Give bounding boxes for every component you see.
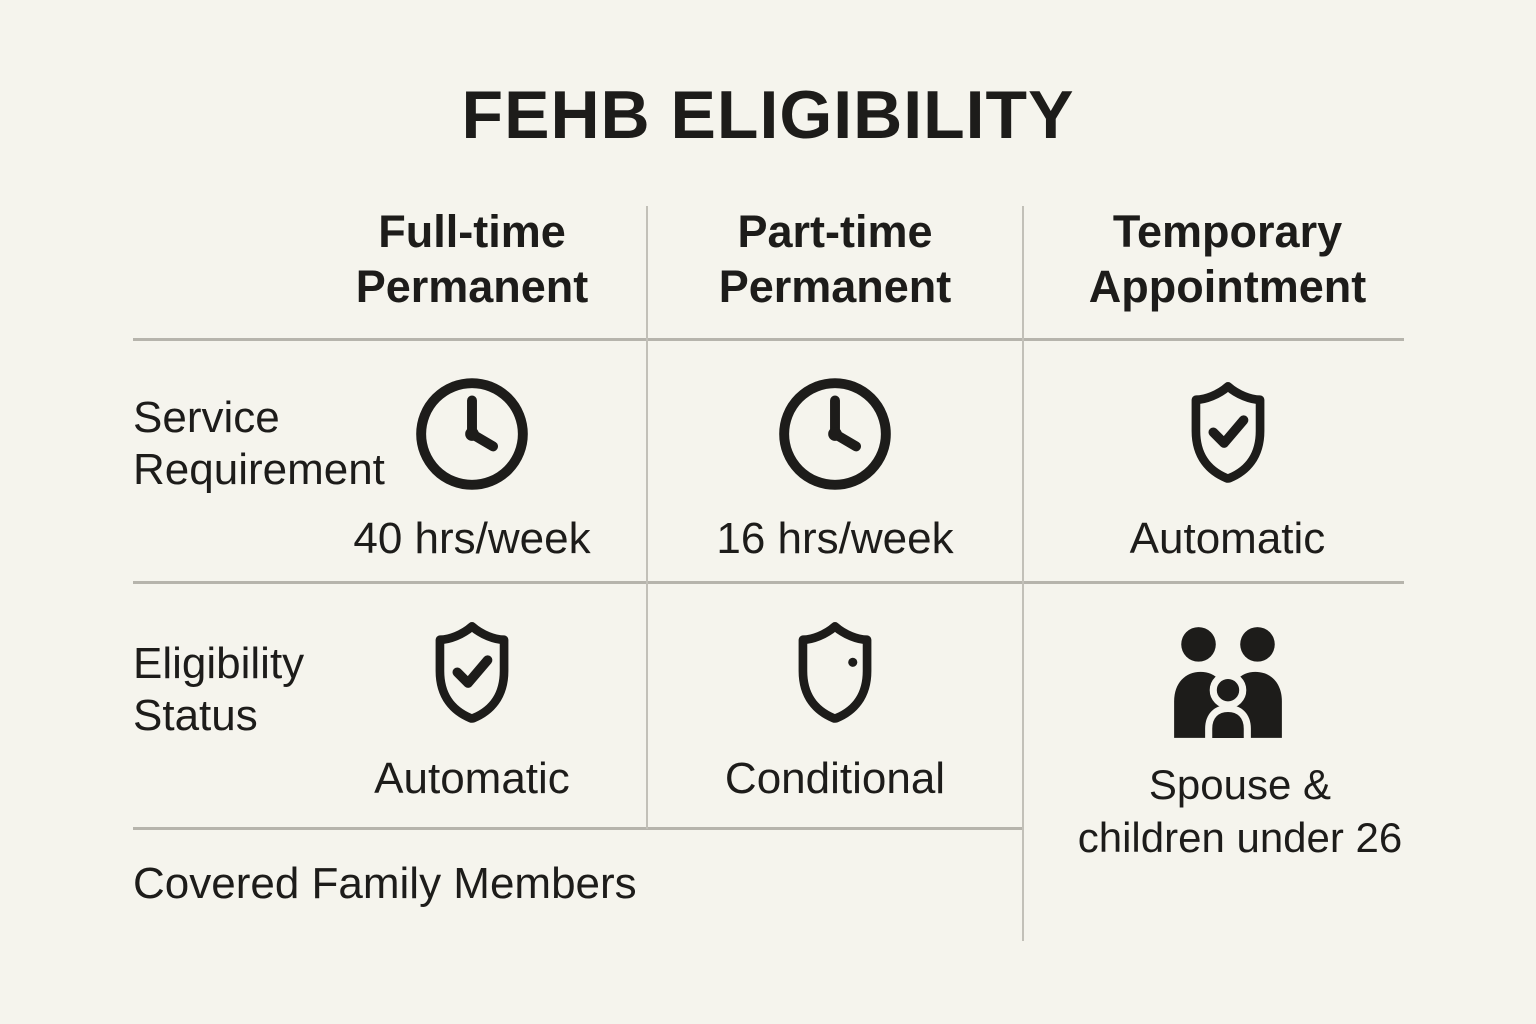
column-divider-line-2 (1022, 206, 1024, 941)
cell-value-temporary-family: Spouse & children under 26 (1077, 761, 1403, 861)
row-label-service-requirement: Service Requirement (133, 393, 385, 494)
cell-value-temporary-eligibility: Automatic (1129, 514, 1326, 563)
shield-icon (647, 611, 1023, 737)
column-divider-line-1 (646, 206, 648, 829)
row-divider-line-1 (133, 581, 1404, 584)
page-title: FEHB ELIGIBILITY (461, 77, 1075, 153)
cell-value-part-time-service: 16 hrs/week (716, 514, 954, 563)
row-label-eligibility-status: Eligibility Status (133, 639, 305, 740)
cell-value-full-time-service: 40 hrs/week (353, 514, 591, 563)
column-header-temporary-appointment: Temporary Appointment (1088, 206, 1367, 312)
family-icon (1030, 624, 1425, 738)
column-header-part-time-permanent: Part-time Permanent (718, 206, 952, 312)
clock-icon (647, 372, 1023, 496)
row-label-covered-family-members: Covered Family Members (133, 859, 637, 908)
shield-check-icon (1030, 371, 1425, 497)
column-header-full-time-permanent: Full-time Permanent (355, 206, 589, 312)
header-divider-line (133, 338, 1404, 341)
cell-value-full-time-status: Automatic (374, 754, 570, 803)
row-divider-line-2 (133, 827, 1023, 830)
clock-icon (262, 372, 682, 496)
cell-value-part-time-status: Conditional (724, 754, 946, 803)
shield-check-icon (262, 611, 682, 737)
